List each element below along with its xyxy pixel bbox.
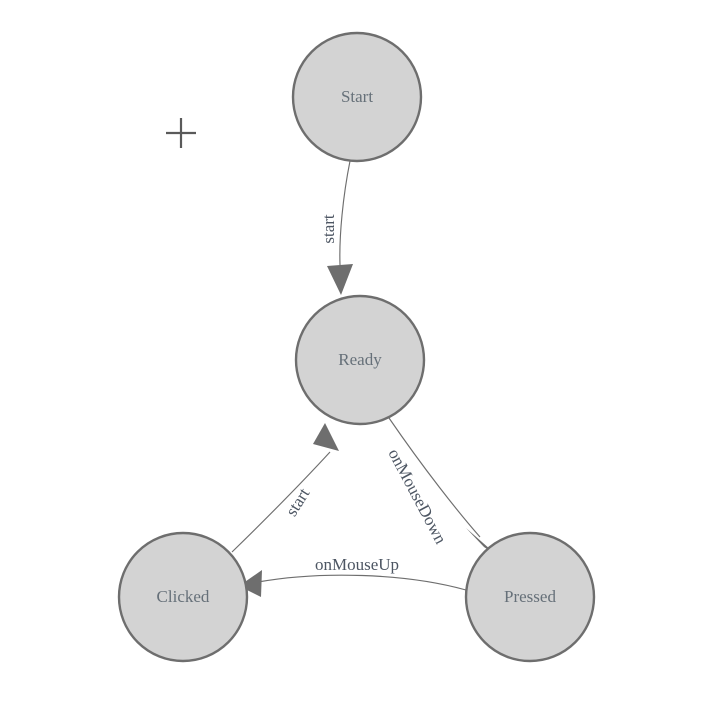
- nodes-layer: Start Ready Clicked Pressed: [117, 31, 596, 663]
- node-circle-clicked[interactable]: [117, 531, 249, 663]
- node-circle-start[interactable]: [291, 31, 423, 163]
- arrowhead-start-to-ready: [327, 264, 353, 295]
- node-start[interactable]: Start: [291, 31, 423, 163]
- crosshair-icon: [166, 118, 196, 148]
- node-label-start: Start: [341, 87, 373, 106]
- node-ready[interactable]: Ready: [294, 294, 426, 426]
- edge-path-clicked-to-ready[interactable]: [231, 451, 331, 553]
- node-label-ready: Ready: [338, 350, 382, 369]
- node-circle-pressed[interactable]: [464, 531, 596, 663]
- node-pressed[interactable]: Pressed: [464, 531, 596, 663]
- edge-pressed-to-clicked[interactable]: onMouseUp: [239, 555, 467, 597]
- edge-ready-to-pressed[interactable]: onMouseDown: [384, 417, 499, 557]
- arrowhead-clicked-to-ready: [313, 423, 339, 451]
- node-label-clicked: Clicked: [157, 587, 210, 606]
- edge-start-to-ready[interactable]: start: [319, 160, 353, 295]
- edge-path-ready-to-pressed[interactable]: [388, 417, 481, 538]
- node-circle-ready[interactable]: [294, 294, 426, 426]
- edge-label-start-to-ready: start: [319, 214, 338, 244]
- edge-path-pressed-to-clicked[interactable]: [257, 574, 467, 591]
- edge-path-start-to-ready[interactable]: [339, 160, 351, 266]
- node-label-pressed: Pressed: [504, 587, 556, 606]
- edge-clicked-to-ready[interactable]: start: [231, 423, 339, 553]
- edge-label-start-clicked-to-ready: start: [282, 484, 314, 519]
- node-clicked[interactable]: Clicked: [117, 531, 249, 663]
- arrowhead-pressed-to-clicked: [239, 570, 262, 597]
- edge-label-on-mouse-up: onMouseUp: [315, 555, 399, 574]
- edge-label-on-mouse-down: onMouseDown: [384, 446, 450, 548]
